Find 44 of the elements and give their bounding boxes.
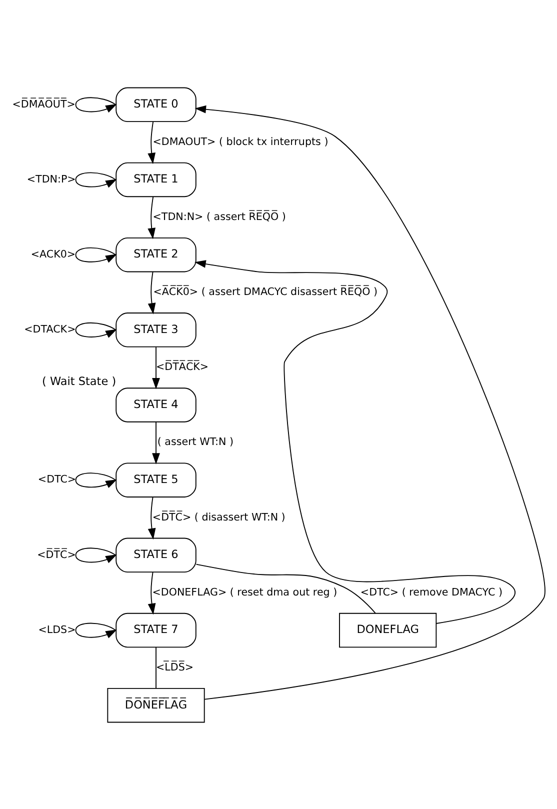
node-box: STATE 7	[116, 612, 196, 648]
edge-label: ( assert WT:N )	[157, 436, 234, 448]
edge-label: <DTC>	[38, 473, 76, 486]
arrow	[194, 104, 546, 700]
edge-label: <LDS>	[38, 623, 76, 636]
node-box: STATE 3	[116, 312, 196, 347]
arrow	[75, 172, 117, 188]
node-box: DONEFLAG	[339, 612, 437, 648]
node-box: STATE 5	[116, 462, 196, 497]
arrow	[148, 270, 156, 314]
arrow	[148, 196, 156, 239]
edge-label: <D̅T̅C̅> ( disassert WT:N )	[152, 510, 286, 523]
node-box: STATE 1	[116, 162, 196, 197]
edge-label: <DONEFLAG> ( reset dma out reg )	[152, 586, 338, 598]
node-label: ( Wait State )	[42, 374, 116, 388]
edge-label: <L̅D̅S̅>	[156, 660, 194, 673]
edge-label: <DTACK>	[24, 323, 76, 336]
edge-label: <ACK0>	[30, 248, 76, 260]
connector	[196, 563, 376, 614]
node-box: STATE 2	[116, 236, 196, 272]
edge-label: <A̅C̅K̅0̅> ( assert DMACYC disassert R̅E̅Q̅O̅ )	[153, 285, 378, 298]
arrow	[75, 622, 117, 638]
edge-label: <D̅T̅C̅>	[37, 548, 76, 560]
edge-label: <TDN:N> ( assert R̅E̅Q̅O̅ )	[152, 210, 286, 222]
arrow	[152, 346, 160, 389]
arrow	[75, 472, 117, 488]
arrow	[75, 246, 117, 262]
edge-label: <DMAOUT> ( block tx interrupts )	[152, 135, 328, 148]
node-box: STATE 4	[116, 387, 196, 422]
arrow	[148, 571, 156, 614]
arrow	[148, 120, 156, 164]
node-box: STATE 0	[116, 86, 196, 122]
arrow	[194, 260, 516, 624]
edge-label: <DTC> ( remove DMACYC )	[360, 586, 503, 598]
edge-label: <D̅T̅A̅C̅K̅>	[156, 360, 209, 373]
edge-label: <D̅M̅A̅O̅U̅T̅>	[12, 98, 76, 110]
arrow	[75, 547, 117, 563]
node-box: D̅O̅N̅E̅F̅L̅A̅G̅	[107, 687, 205, 722]
arrow	[75, 322, 117, 338]
arrow	[75, 96, 117, 112]
edge-label: <TDN:P>	[26, 172, 76, 185]
arrow	[152, 421, 160, 464]
arrow	[148, 496, 156, 540]
node-box: STATE 6	[116, 537, 196, 572]
